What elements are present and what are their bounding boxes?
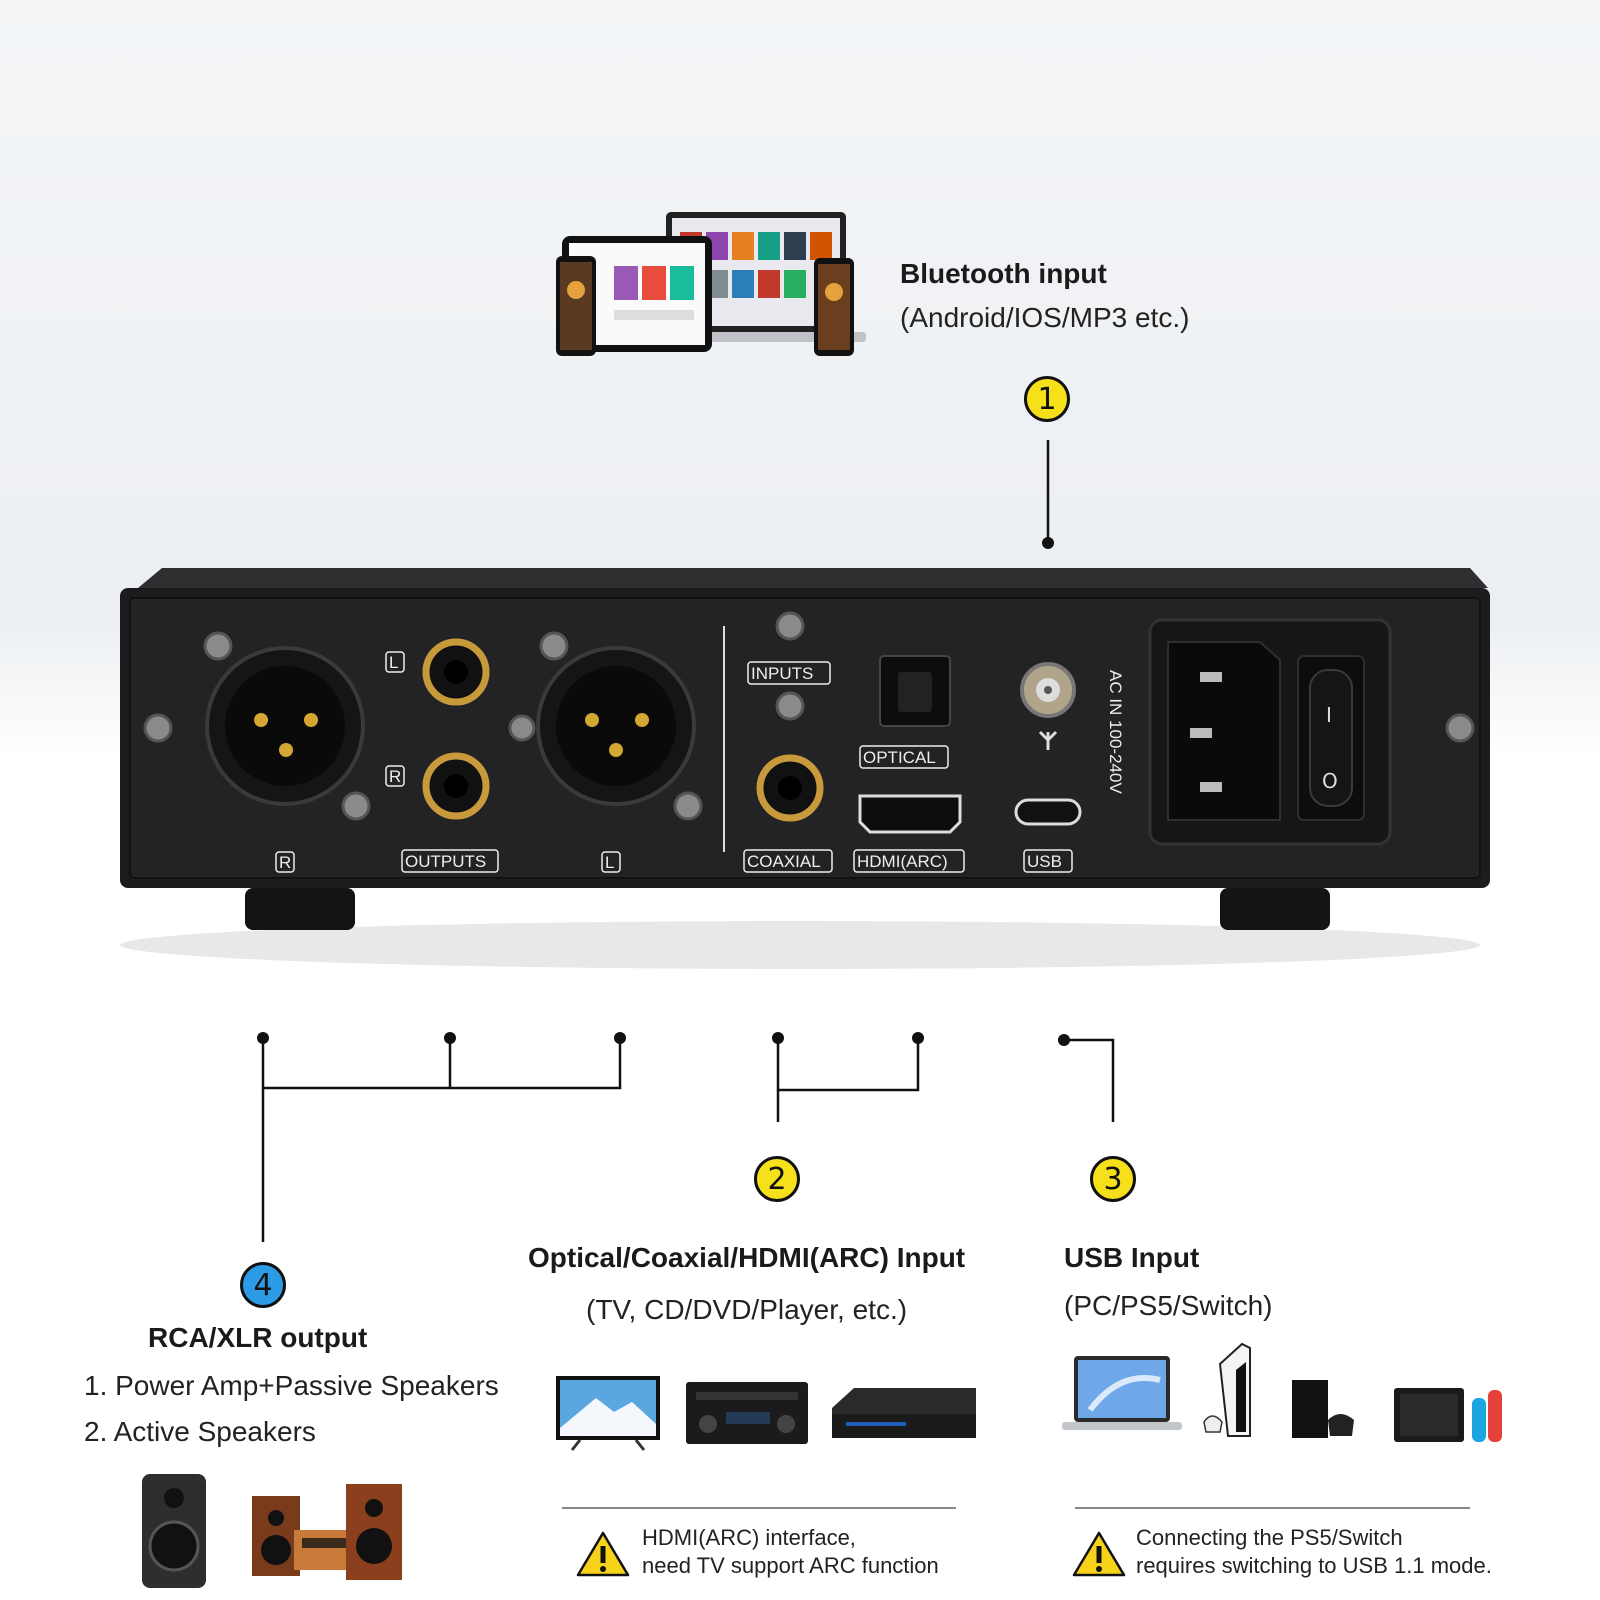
panel-label-r-bottom: R	[279, 853, 291, 872]
panel-label-r-mid: R	[389, 767, 401, 786]
output-title: RCA/XLR output	[148, 1322, 368, 1353]
usb-warning-line2: requires switching to USB 1.1 mode.	[1136, 1553, 1492, 1578]
panel-label-coaxial: COAXIAL	[747, 852, 821, 871]
device-rear-panel: L R R OUTPUTS L INPUTS OPTICAL COAXIAL H…	[120, 568, 1490, 969]
usb-subtitle: (PC/PS5/Switch)	[1064, 1290, 1273, 1321]
badge-4: 4	[240, 1262, 286, 1308]
speakers-image	[142, 1474, 402, 1588]
panel-label-l-top: L	[389, 653, 398, 672]
bluetooth-subtitle: (Android/IOS/MP3 etc.)	[900, 302, 1190, 333]
switch-on-mark: I	[1326, 703, 1332, 727]
digital-devices-image	[556, 1376, 976, 1451]
panel-labels: L R R OUTPUTS L INPUTS OPTICAL COAXIAL H…	[275, 651, 1338, 873]
badge-3: 3	[1090, 1156, 1136, 1202]
badge-2: 2	[754, 1156, 800, 1202]
panel-label-optical: OPTICAL	[863, 748, 936, 767]
badge-1: 1	[1024, 376, 1070, 422]
output-line1: 1. Power Amp+Passive Speakers	[84, 1370, 499, 1401]
switch-off-mark: O	[1322, 769, 1338, 793]
usb-warning: Connecting the PS5/Switch requires switc…	[1072, 1524, 1492, 1594]
panel-label-ac: AC IN 100-240V	[1106, 670, 1125, 794]
usb-title: USB Input	[1064, 1242, 1200, 1273]
digital-title: Optical/Coaxial/HDMI(ARC) Input	[528, 1242, 966, 1273]
usb-devices-image	[1062, 1342, 1502, 1442]
warning-icon	[1072, 1531, 1126, 1577]
usb-warning-line1: Connecting the PS5/Switch	[1136, 1525, 1403, 1550]
warning-icon	[576, 1531, 630, 1577]
bluetooth-title: Bluetooth input	[900, 258, 1107, 289]
panel-label-hdmi: HDMI(ARC)	[857, 852, 948, 871]
output-line2: 2. Active Speakers	[84, 1416, 316, 1447]
panel-label-l-bottom: L	[605, 853, 614, 872]
digital-subtitle: (TV, CD/DVD/Player, etc.)	[586, 1294, 908, 1325]
panel-label-inputs: INPUTS	[751, 664, 813, 683]
panel-label-usb: USB	[1027, 852, 1062, 871]
hdmi-warning-line1: HDMI(ARC) interface,	[642, 1525, 856, 1550]
hdmi-warning: HDMI(ARC) interface, need TV support ARC…	[576, 1524, 976, 1594]
bluetooth-devices-image	[556, 212, 866, 356]
hdmi-warning-line2: need TV support ARC function	[642, 1553, 939, 1578]
panel-label-outputs: OUTPUTS	[405, 852, 486, 871]
